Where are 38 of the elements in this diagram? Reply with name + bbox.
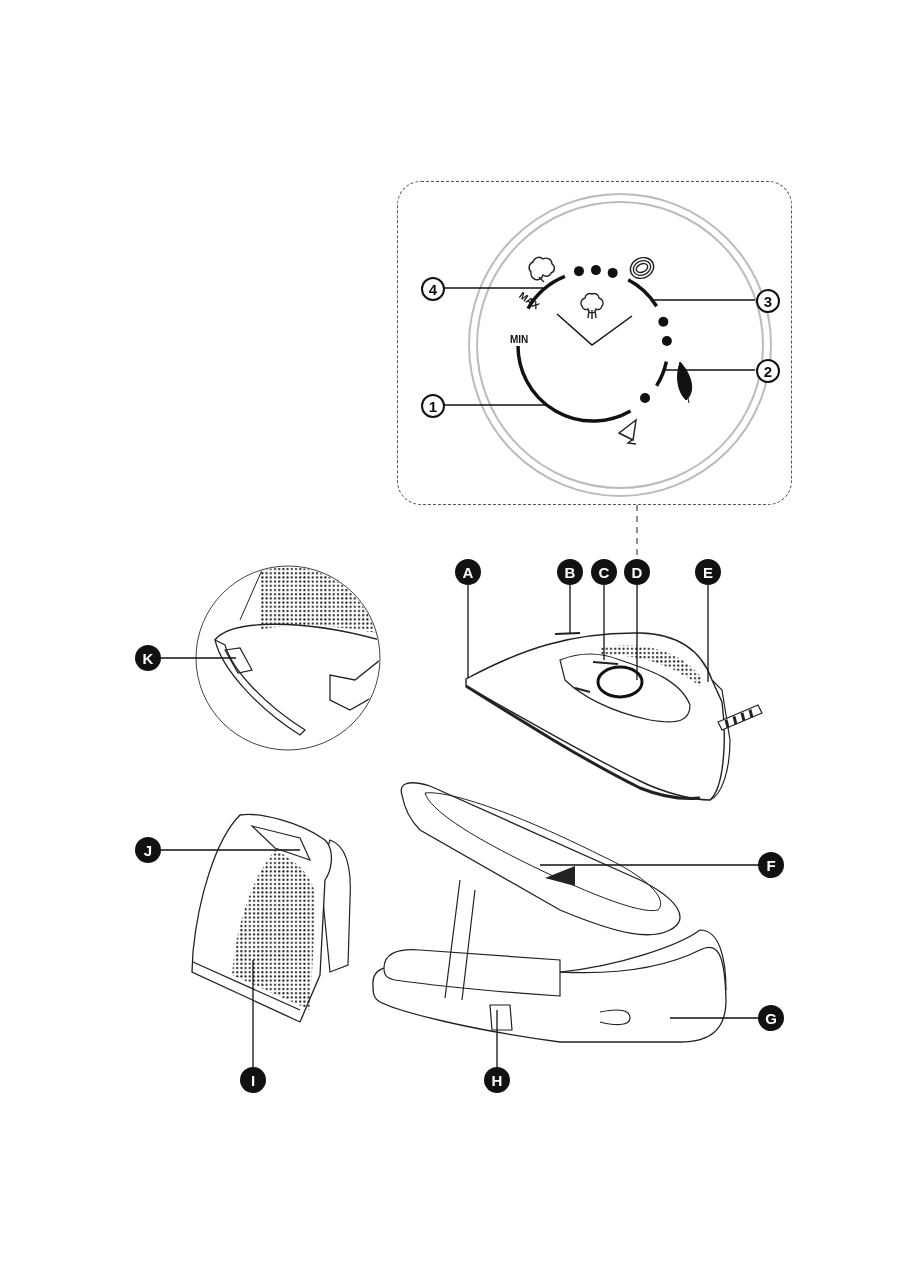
leader-line — [569, 584, 571, 635]
leader-line — [496, 1009, 498, 1068]
dial-scale-arc — [655, 361, 669, 387]
leader-line — [651, 299, 756, 301]
callout-number: 4 — [421, 277, 445, 301]
leader-line — [669, 1017, 759, 1019]
callout-number: I — [240, 1067, 266, 1093]
callout-number: J — [135, 837, 161, 863]
callout-number: D — [624, 559, 650, 585]
detail-inset-frame — [397, 181, 792, 505]
dial-label: MIN — [510, 335, 529, 345]
callout-number: 1 — [421, 394, 445, 418]
callout-number: H — [484, 1067, 510, 1093]
callout-number: 2 — [756, 359, 780, 383]
callout-number: G — [758, 1005, 784, 1031]
water-tank-drawing — [191, 813, 351, 1023]
leader-line — [160, 849, 301, 851]
callout-number: C — [591, 559, 617, 585]
dial-scale-arc — [627, 278, 659, 308]
leader-line — [443, 404, 548, 406]
dial-scale-arc — [516, 345, 632, 423]
base-station-drawing — [372, 782, 727, 1043]
callout-number: F — [758, 852, 784, 878]
leader-line — [160, 657, 237, 659]
callout-number: 3 — [756, 289, 780, 313]
steam-iron-drawing — [465, 632, 763, 801]
leader-line — [707, 584, 709, 683]
leader-line — [603, 584, 605, 661]
callout-number: K — [135, 645, 161, 671]
callout-number: A — [455, 559, 481, 585]
callout-number: B — [557, 559, 583, 585]
tank-detail-drawing — [195, 565, 381, 751]
leader-line — [252, 959, 254, 1068]
callout-number: E — [695, 559, 721, 585]
leader-line — [636, 584, 638, 681]
leader-line — [467, 584, 469, 679]
leader-line — [443, 287, 544, 289]
leader-line — [539, 864, 759, 866]
